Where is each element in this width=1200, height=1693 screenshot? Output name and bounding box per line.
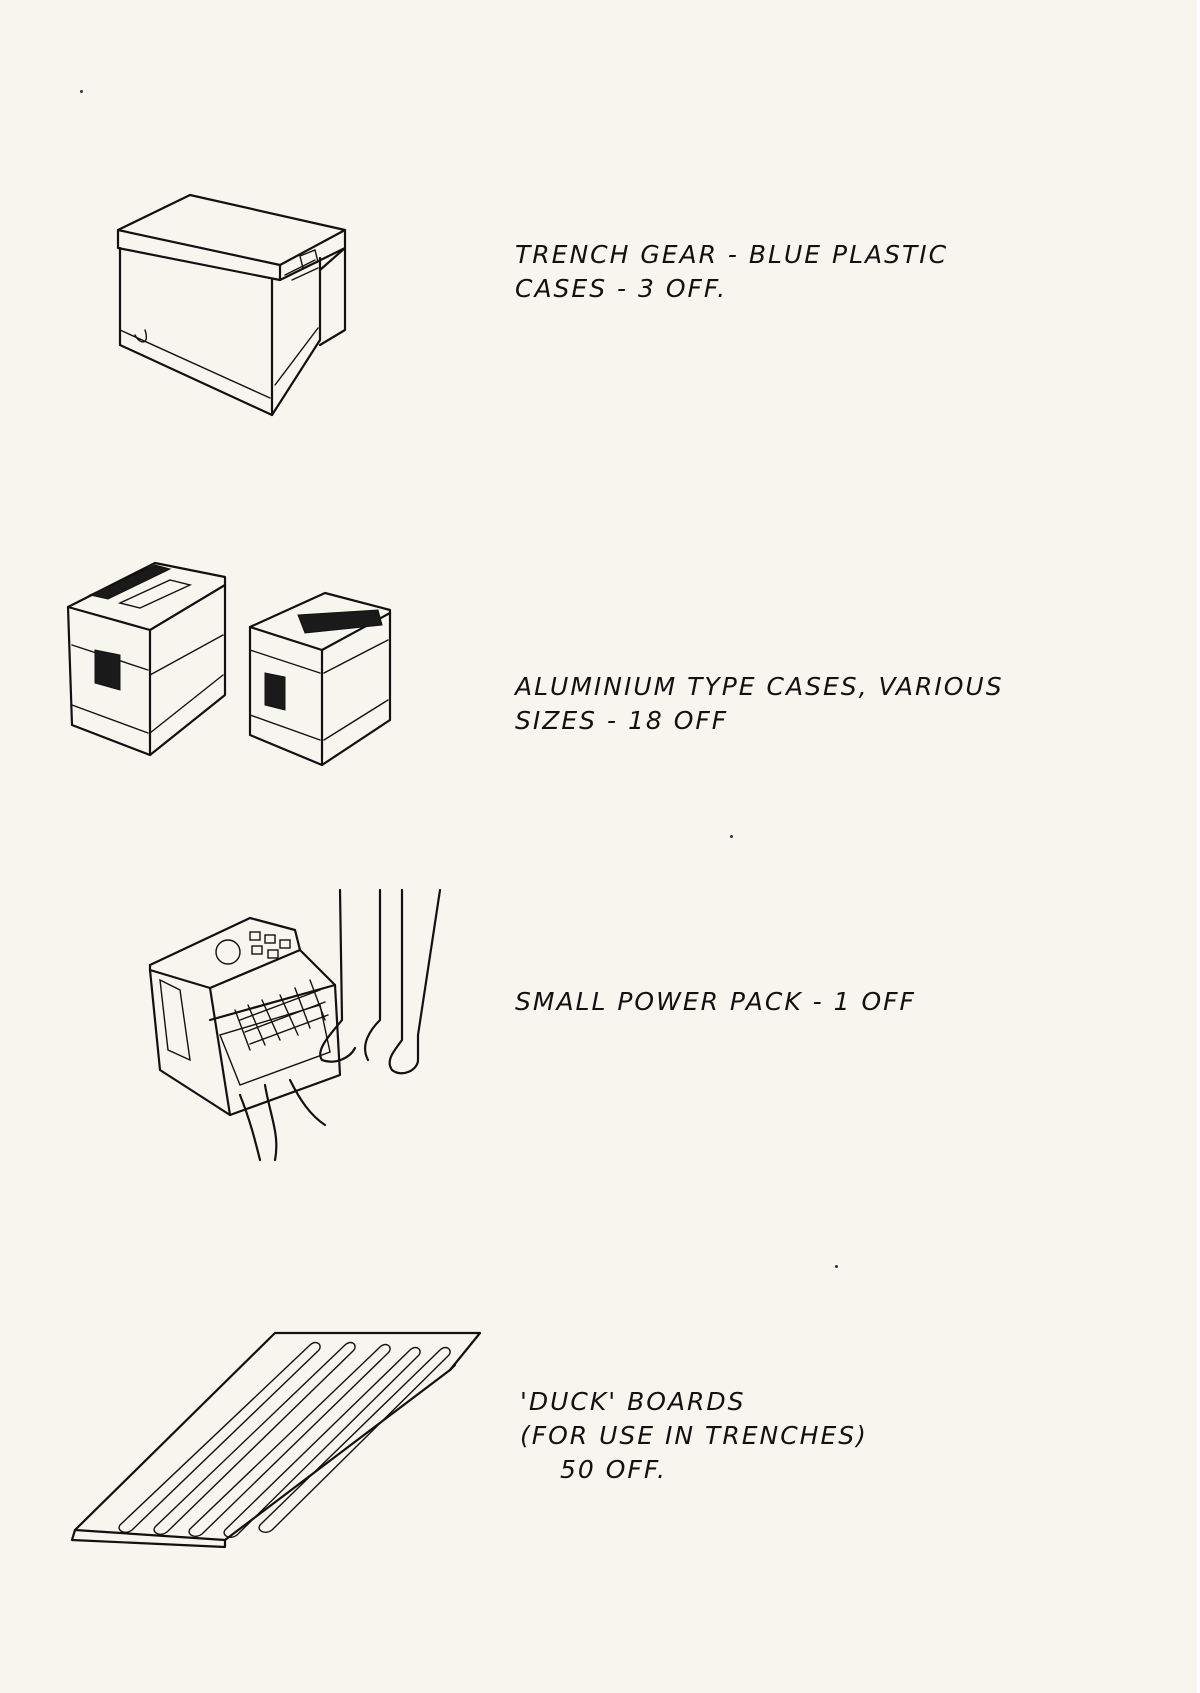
caption-line: SIZES - 18 OFF: [515, 706, 729, 735]
caption-line: SMALL POWER PACK - 1 OFF: [515, 987, 916, 1016]
item-caption-4: 'DUCK' BOARDS (FOR USE IN TRENCHES) 50 O…: [520, 1385, 868, 1487]
caption-line: 50 OFF.: [560, 1455, 667, 1484]
item-caption-3: SMALL POWER PACK - 1 OFF: [515, 985, 916, 1019]
plastic-crate-sketch: [116, 193, 347, 417]
caption-line: CASES - 3 OFF.: [515, 274, 728, 303]
paper-speck: [835, 1265, 838, 1268]
caption-line: (FOR USE IN TRENCHES): [520, 1421, 868, 1450]
paper-speck: [730, 835, 733, 838]
power-pack-sketch: [148, 888, 442, 1162]
aluminium-cases-sketch: [66, 561, 392, 767]
paper-speck: [80, 90, 83, 93]
caption-line: ALUMINIUM TYPE CASES, VARIOUS: [515, 672, 1004, 701]
caption-line: TRENCH GEAR - BLUE PLASTIC: [515, 240, 949, 269]
scan-edge: [1197, 0, 1200, 1693]
duck-board-sketch: [70, 1331, 482, 1549]
caption-line: 'DUCK' BOARDS: [520, 1387, 746, 1416]
item-caption-1: TRENCH GEAR - BLUE PLASTIC CASES - 3 OFF…: [515, 238, 948, 306]
item-caption-2: ALUMINIUM TYPE CASES, VARIOUS SIZES - 18…: [515, 670, 1004, 738]
